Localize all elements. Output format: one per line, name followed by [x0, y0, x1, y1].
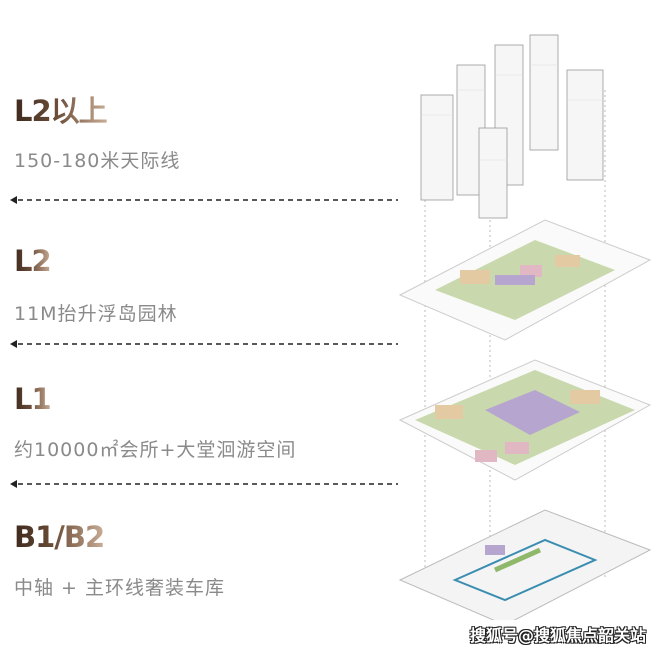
- level-subtitle: 11M抬升浮岛园林: [14, 303, 178, 325]
- level-title: B1/B2: [14, 520, 105, 554]
- towers: [420, 34, 604, 219]
- level-title: L2: [14, 244, 52, 278]
- level-title: L1: [14, 382, 52, 416]
- watermark: 搜狐号@搜狐焦点韶关站: [470, 626, 647, 645]
- l2-podium-plane: [398, 219, 652, 341]
- exploded-axonometric-illustration: [398, 34, 652, 620]
- dashed-arrow-left-icon: [10, 196, 398, 204]
- level-subtitle: 150-180米天际线: [14, 150, 181, 172]
- level-subtitle: 中轴 + 主环线奢装车库: [14, 577, 225, 599]
- level-subtitle: 约10000㎡会所+大堂洄游空间: [14, 439, 297, 461]
- l1-plane: [398, 359, 652, 481]
- dashed-arrow-left-icon: [10, 340, 398, 348]
- dashed-arrow-left-icon: [10, 480, 398, 488]
- level-title: L2以上: [14, 88, 108, 130]
- b1-b2-garage-plane: [398, 509, 652, 620]
